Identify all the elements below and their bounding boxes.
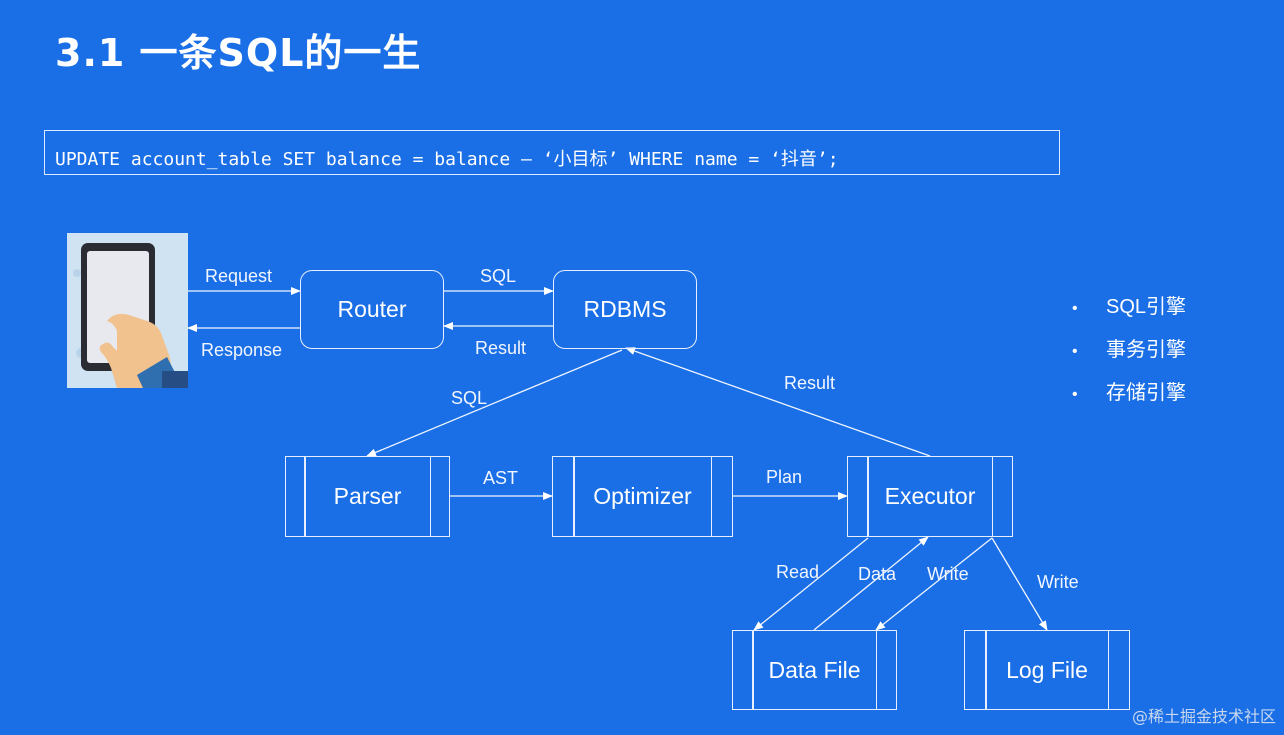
optimizer-node: Optimizer xyxy=(552,456,733,537)
rdbms-node: RDBMS xyxy=(553,270,697,349)
executor-label: Executor xyxy=(884,483,976,509)
optimizer-label: Optimizer xyxy=(593,483,692,509)
edge-label-response: Response xyxy=(201,340,283,360)
router-node: Router xyxy=(300,270,444,349)
watermark: @稀土掘金技术社区 xyxy=(1131,707,1276,726)
sql-statement-box: UPDATE account_table SET balance = balan… xyxy=(44,130,1060,175)
edge-label-parser-sql: SQL xyxy=(451,388,488,408)
rdbms-label: RDBMS xyxy=(583,296,667,322)
bullet-dot-icon: • xyxy=(1072,343,1078,360)
router-label: Router xyxy=(337,296,407,322)
edge-label-write-data: Write xyxy=(927,564,969,584)
bullet-dot-icon: • xyxy=(1072,300,1078,317)
parser-node: Parser xyxy=(285,456,450,537)
sql-statement-text: UPDATE account_table SET balance = balan… xyxy=(55,149,839,170)
log-file-node: Log File xyxy=(964,630,1130,710)
bullet-dot-icon: • xyxy=(1072,386,1078,403)
edge-label-router-sql: SQL xyxy=(480,266,517,286)
edge-executor-result xyxy=(625,347,931,457)
smartphone-illustration xyxy=(67,233,188,388)
edge-label-data: Data xyxy=(858,564,897,584)
log-file-label: Log File xyxy=(1006,656,1088,683)
edge-data xyxy=(813,536,929,631)
edge-write-log xyxy=(991,537,1048,631)
smartphone-icon xyxy=(73,243,188,388)
executor-node: Executor xyxy=(847,456,1013,537)
edge-label-router-result: Result xyxy=(475,338,527,358)
edge-write-data xyxy=(875,537,993,631)
engine-list-item: •事务引擎 xyxy=(1072,339,1186,361)
parser-label: Parser xyxy=(333,483,402,509)
edge-label-plan: Plan xyxy=(766,467,803,487)
engine-list-item: •存储引擎 xyxy=(1072,382,1186,404)
edge-label-ast: AST xyxy=(483,468,519,488)
edge-label-request: Request xyxy=(205,266,273,286)
edge-label-write-log: Write xyxy=(1037,572,1079,592)
edge-label-executor-result: Result xyxy=(784,373,836,393)
data-file-node: Data File xyxy=(732,630,897,710)
data-file-label: Data File xyxy=(768,656,861,683)
edge-rdbms-parser-sql xyxy=(366,349,623,457)
edge-label-read: Read xyxy=(776,562,820,582)
engine-list-item: •SQL引擎 xyxy=(1072,296,1187,318)
edge-read xyxy=(753,537,869,631)
page-title: 3.1 一条SQL的一生 xyxy=(55,31,422,75)
engine-list: •SQL引擎 •事务引擎 •存储引擎 xyxy=(1072,290,1186,419)
